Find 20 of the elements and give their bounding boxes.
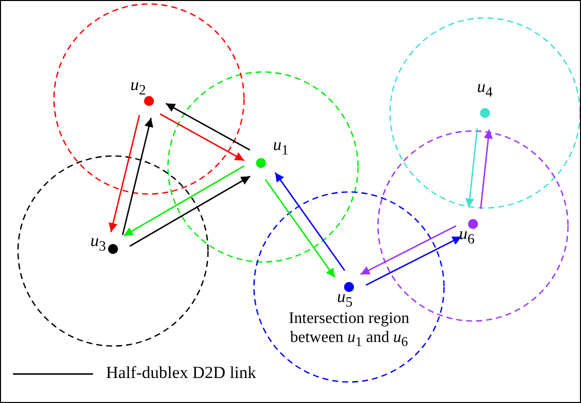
region-note: Intersection region between u$_{1}$ and u$_{6}$ [288, 309, 410, 352]
arrow [166, 102, 250, 151]
arrow [264, 179, 336, 278]
node-label: u$_{1}$ [273, 136, 289, 160]
arrow [122, 118, 154, 236]
node-label: u$_{4}$ [477, 78, 493, 102]
arrow [160, 113, 244, 162]
node-label: u$_{2}$ [130, 76, 146, 100]
legend-text: Half-dublex D2D link [106, 364, 256, 382]
arrow [274, 172, 346, 271]
node-label: u$_{6}$ [459, 225, 475, 248]
node-label: u$_{3}$ [90, 232, 106, 256]
arrow [366, 236, 462, 286]
node-label: u$_{5}$ [337, 288, 353, 312]
arrow [108, 114, 140, 232]
arrow [480, 129, 493, 209]
arrow [360, 225, 456, 276]
arrow [130, 176, 251, 247]
arrow [465, 128, 478, 208]
arrow [123, 165, 244, 236]
